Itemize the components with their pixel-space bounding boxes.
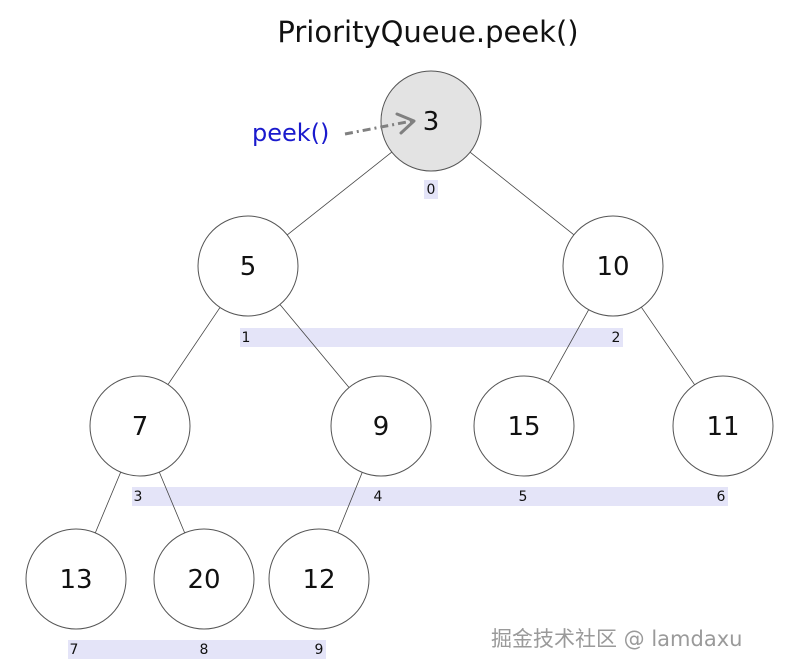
tree-edge-1-4 [279, 304, 350, 388]
node-circle [380, 70, 482, 172]
index-band-level-2 [132, 487, 728, 506]
tree-edge-4-9 [337, 472, 363, 533]
node-value: 10 [596, 252, 629, 282]
node-value: 11 [706, 412, 739, 442]
tree-node-0: 3 [380, 70, 482, 172]
index-bands [68, 180, 728, 659]
tree-node-3: 7 [89, 375, 191, 477]
peek-label: peek() [252, 119, 329, 147]
index-band-level-0 [424, 180, 438, 199]
tree-edge-0-1 [286, 151, 393, 236]
array-index-label: 4 [374, 489, 383, 505]
tree-edges [94, 151, 696, 534]
tree-edge-1-3 [167, 307, 221, 385]
tree-edge-3-7 [94, 471, 122, 534]
node-value: 15 [507, 412, 540, 442]
tree-node-2: 10 [562, 215, 664, 317]
node-circle [153, 528, 255, 630]
node-value: 12 [302, 565, 335, 595]
index-band-level-1 [240, 328, 623, 347]
array-index-label: 2 [612, 330, 621, 346]
node-value: 13 [59, 565, 92, 595]
tree-edge-3-8 [158, 471, 186, 534]
tree-edge-0-2 [469, 151, 575, 236]
array-index-label: 1 [242, 330, 251, 346]
watermark: 掘金技术社区 @ lamdaxu [491, 627, 742, 651]
tree-node-5: 15 [473, 375, 575, 477]
tree-node-8: 20 [153, 528, 255, 630]
array-index-label: 7 [70, 642, 79, 658]
array-index-label: 9 [315, 642, 324, 658]
tree-node-7: 13 [25, 528, 127, 630]
node-value: 20 [187, 565, 220, 595]
array-index-label: 6 [717, 489, 726, 505]
array-index-label: 8 [200, 642, 209, 658]
peek-arrow-icon [344, 119, 413, 136]
tree-edge-2-5 [547, 309, 590, 383]
tree-node-1: 5 [197, 215, 299, 317]
node-circle [562, 215, 664, 317]
index-band-level-3 [68, 640, 326, 659]
node-circle [268, 528, 370, 630]
diagram-title: PriorityQueue.peek() [277, 15, 578, 49]
node-circle [672, 375, 774, 477]
node-value: 9 [373, 412, 390, 442]
node-value: 5 [240, 252, 257, 282]
node-circle [197, 215, 299, 317]
node-circle [330, 375, 432, 477]
tree-node-9: 12 [268, 528, 370, 630]
node-circle [25, 528, 127, 630]
node-value: 3 [423, 107, 440, 137]
array-index-label: 5 [519, 489, 528, 505]
arrowhead-icon [395, 112, 416, 135]
array-index-label: 0 [427, 182, 436, 198]
peek-annotation: peek() [252, 112, 416, 147]
node-circle [89, 375, 191, 477]
tree-edge-2-6 [640, 306, 696, 386]
node-circle [473, 375, 575, 477]
tree-node-6: 11 [672, 375, 774, 477]
array-index-label: 3 [134, 489, 143, 505]
tree-node-4: 9 [330, 375, 432, 477]
node-value: 7 [132, 412, 149, 442]
